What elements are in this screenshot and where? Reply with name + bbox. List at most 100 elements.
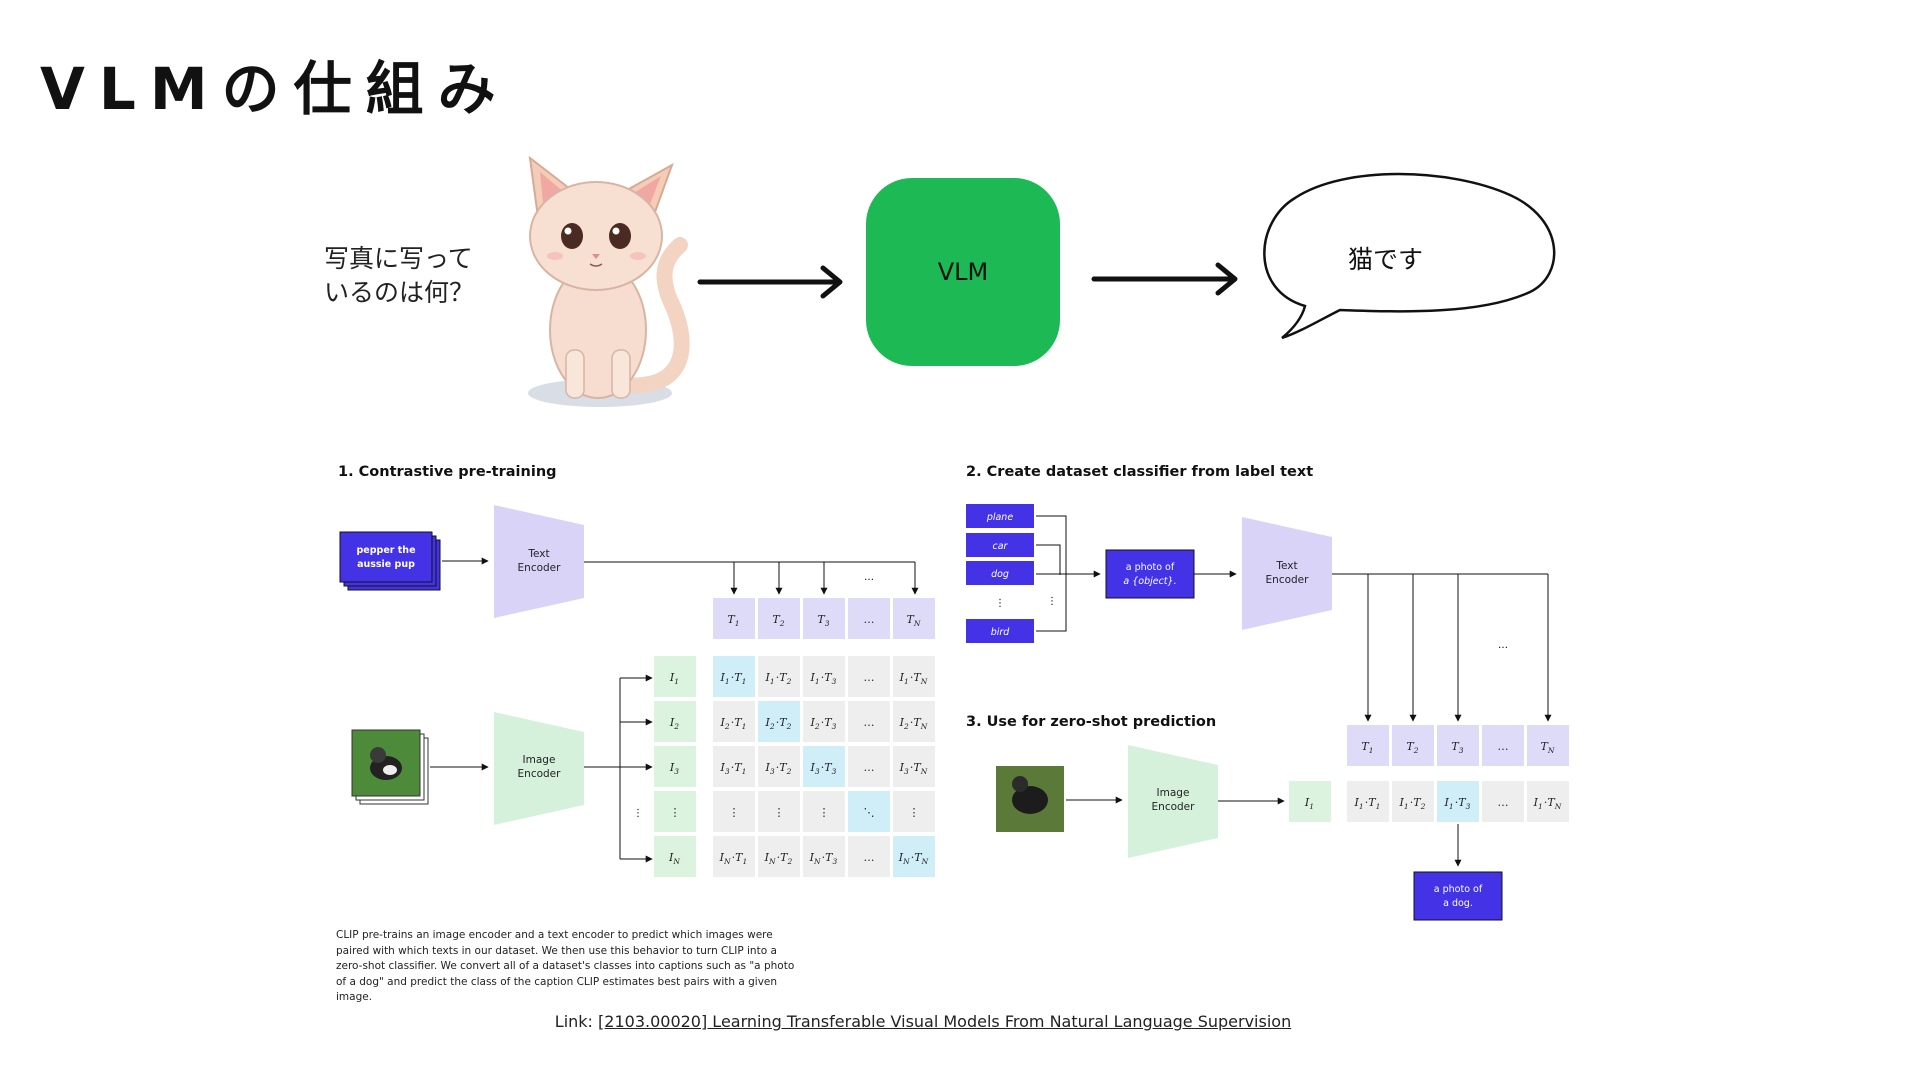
matrix-value: ⋮: [909, 806, 920, 819]
matrix-cell: [803, 701, 845, 742]
svg-text:Text: Text: [1275, 560, 1297, 572]
svg-text:pepper the: pepper the: [356, 545, 415, 556]
matrix-cell: [758, 836, 800, 877]
result-box: a photo of a dog.: [1413, 871, 1503, 921]
matrix-cell: [848, 836, 890, 877]
matrix-cell: [803, 656, 845, 697]
matrix-cell: [848, 791, 890, 832]
t-cell: [848, 598, 890, 639]
section2-title: 2. Create dataset classifier from label …: [966, 464, 1313, 480]
product-cell: [1527, 781, 1569, 822]
svg-text:a dog.: a dog.: [1443, 898, 1473, 909]
i-label: ⋮: [670, 806, 681, 819]
matrix-value: …: [864, 761, 875, 774]
matrix-value: I3 ·T1: [720, 761, 748, 776]
t-cell: [893, 598, 935, 639]
svg-text:Encoder: Encoder: [518, 768, 562, 780]
paper-link[interactable]: [2103.00020] Learning Transferable Visua…: [598, 1012, 1292, 1031]
i-cell: [654, 791, 696, 832]
matrix-value: IN ·T3: [809, 851, 839, 866]
matrix-cell: [758, 746, 800, 787]
t-cell: [803, 598, 845, 639]
svg-text:Encoder: Encoder: [1152, 801, 1196, 813]
matrix-value: ⋮: [729, 806, 740, 819]
t-label: T2: [1406, 740, 1419, 755]
t-cell: [1527, 725, 1569, 766]
svg-text:…: …: [864, 572, 874, 583]
clip-caption: CLIP pre-trains an image encoder and a t…: [336, 929, 795, 1003]
vlm-box: VLM: [866, 178, 1060, 366]
matrix-value: I2 ·T3: [810, 716, 838, 731]
svg-text:Encoder: Encoder: [518, 562, 562, 574]
t-label: …: [864, 613, 875, 626]
image-input-stack: [351, 729, 429, 805]
t-label: T2: [772, 613, 785, 628]
class-label: car: [993, 541, 1009, 552]
t-label: T1: [727, 613, 740, 628]
matrix-cell: [893, 836, 935, 877]
product-value: I1 ·T2: [1399, 796, 1427, 811]
matrix-value: I1 ·T2: [765, 671, 793, 686]
i-label: I1: [669, 671, 680, 686]
i-cell: [654, 746, 696, 787]
matrix-value: I3 ·T3: [810, 761, 838, 776]
svg-text:a {object}.: a {object}.: [1123, 576, 1176, 587]
matrix-cell: [848, 746, 890, 787]
image-encoder-2: [1128, 745, 1218, 858]
matrix-value: I2 ·TN: [899, 716, 929, 731]
text-encoder-1: [494, 505, 584, 618]
i-label: I2: [669, 716, 680, 731]
matrix-value: IN ·T1: [719, 851, 749, 866]
svg-text:Image: Image: [1157, 787, 1190, 799]
svg-text:Image: Image: [523, 754, 556, 766]
class-label: plane: [986, 512, 1014, 523]
t-label: T3: [817, 613, 830, 628]
matrix-cell: [713, 746, 755, 787]
product-value: …: [1498, 796, 1509, 809]
class-label-box: [966, 561, 1034, 585]
svg-text:a photo of: a photo of: [1434, 884, 1483, 895]
matrix-cell: [758, 656, 800, 697]
class-label-box: [966, 504, 1034, 528]
question-text: 写真に写って いるのは何？: [324, 244, 475, 307]
i-cell: [654, 656, 696, 697]
matrix-cell: [893, 701, 935, 742]
t-label: TN: [1540, 740, 1555, 755]
t-label: TN: [906, 613, 921, 628]
matrix-value: ⋮: [774, 806, 785, 819]
zero-shot-image: [996, 766, 1064, 832]
matrix-cell: [758, 701, 800, 742]
matrix-cell: [803, 746, 845, 787]
image-encoder-1: [494, 712, 584, 825]
svg-text:aussie pup: aussie pup: [357, 559, 415, 570]
t-cell: [1392, 725, 1434, 766]
class-label-box: [966, 619, 1034, 643]
matrix-value: I2 ·T1: [720, 716, 748, 731]
t-cell: [1347, 725, 1389, 766]
reference-link-line: Link: [2103.00020] Learning Transferable…: [0, 1012, 1846, 1031]
product-cell: [1392, 781, 1434, 822]
matrix-value: …: [864, 851, 875, 864]
matrix-cell: [713, 701, 755, 742]
class-label-box: [966, 533, 1034, 557]
text-encoder-2: [1242, 517, 1332, 630]
vlm-label: VLM: [937, 258, 989, 286]
class-label: dog: [991, 569, 1009, 580]
matrix-value: I1 ·TN: [899, 671, 929, 686]
matrix-value: I3 ·TN: [899, 761, 929, 776]
svg-text:⋮: ⋮: [633, 808, 643, 819]
matrix-value: IN ·T2: [764, 851, 794, 866]
link-prefix: Link:: [554, 1012, 599, 1031]
svg-text:⋮: ⋮: [1047, 596, 1057, 607]
class-label: bird: [991, 627, 1011, 638]
matrix-cell: [893, 791, 935, 832]
i-label: I1: [1304, 796, 1315, 811]
product-cell: [1482, 781, 1524, 822]
i-cell: [1289, 781, 1331, 822]
matrix-cell: [713, 656, 755, 697]
t-cell: [1437, 725, 1479, 766]
matrix-value: I2 ·T2: [765, 716, 793, 731]
product-value: I1 ·T1: [1354, 796, 1382, 811]
t-label: T1: [1361, 740, 1374, 755]
